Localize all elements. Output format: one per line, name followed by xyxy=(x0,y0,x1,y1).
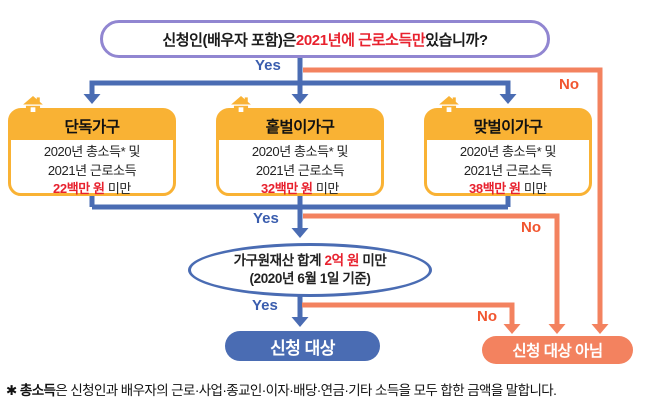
household-box-single-earner: 홑벌이가구 2020년 총소득* 및 2021년 근로소득 32백만 원 미만 xyxy=(216,96,384,199)
household-criteria: 2020년 총소득* 및 2021년 근로소득 32백만 원 미만 xyxy=(219,140,381,199)
question-text-suffix: 있습니까? xyxy=(425,31,488,49)
no-arrowheads xyxy=(503,324,609,334)
no-flow-lines xyxy=(302,67,603,325)
criteria-line3: 32백만 원 미만 xyxy=(219,180,381,199)
threshold-suffix: 미만 xyxy=(312,181,340,196)
asset-text-suffix: 미만 xyxy=(358,253,387,268)
asset-check-line1: 가구원재산 합계 2억 원 미만 xyxy=(234,252,387,270)
footnote: ✱ 총소득은 신청인과 배우자의 근로·사업·종교인·이자·배당·연금·기타 소… xyxy=(6,379,644,399)
result-not-eligible-pill: 신청 대상 아님 xyxy=(482,336,633,364)
criteria-line3: 38백만 원 미만 xyxy=(427,180,589,199)
asset-threshold: 2억 원 xyxy=(324,253,359,268)
criteria-line2: 2021년 근로소득 xyxy=(255,162,345,178)
no-label-middle: No xyxy=(521,219,541,236)
income-threshold: 32백만 원 xyxy=(261,181,313,196)
no-label-top: No xyxy=(559,76,579,93)
criteria-line1: 2020년 총소득* 및 xyxy=(43,144,141,159)
question-text-prefix: 신청인(배우자 포함)은 xyxy=(162,31,296,49)
house-icon xyxy=(439,96,459,112)
income-threshold: 22백만 원 xyxy=(53,181,105,196)
house-icon xyxy=(23,96,43,112)
house-icon xyxy=(231,96,251,112)
household-criteria: 2020년 총소득* 및 2021년 근로소득 38백만 원 미만 xyxy=(427,140,589,199)
question-box: 신청인(배우자 포함)은 2021년에 근로소득만 있습니까? xyxy=(100,20,550,58)
yes-arrowheads xyxy=(83,94,517,327)
household-title: 맞벌이가구 xyxy=(427,111,589,140)
yes-flow-lines xyxy=(89,58,511,318)
threshold-suffix: 미만 xyxy=(520,181,548,196)
criteria-line1: 2020년 총소득* 및 xyxy=(459,144,557,159)
household-box-dual-earner: 맞벌이가구 2020년 총소득* 및 2021년 근로소득 38백만 원 미만 xyxy=(424,96,592,199)
asset-text-prefix: 가구원재산 합계 xyxy=(233,253,325,268)
footnote-term: 총소득 xyxy=(19,383,56,398)
yes-label-bottom: Yes xyxy=(252,297,278,314)
household-criteria: 2020년 총소득* 및 2021년 근로소득 22백만 원 미만 xyxy=(11,140,173,199)
income-threshold: 38백만 원 xyxy=(469,181,521,196)
household-title: 홑벌이가구 xyxy=(219,111,381,140)
criteria-line2: 2021년 근로소득 xyxy=(463,162,553,178)
yes-label-middle: Yes xyxy=(253,210,279,227)
household-box-single: 단독가구 2020년 총소득* 및 2021년 근로소득 22백만 원 미만 xyxy=(8,96,176,199)
footnote-marker: ✱ xyxy=(6,383,20,398)
criteria-line1: 2020년 총소득* 및 xyxy=(251,144,349,159)
result-eligible-pill: 신청 대상 xyxy=(225,331,380,361)
asset-check-line2: (2020년 6월 1일 기준) xyxy=(249,271,371,286)
household-title: 단독가구 xyxy=(11,111,173,140)
asset-check-ellipse: 가구원재산 합계 2억 원 미만 (2020년 6월 1일 기준) xyxy=(188,243,432,297)
no-label-bottom: No xyxy=(477,308,497,325)
yes-label-top: Yes xyxy=(255,57,281,74)
question-text-highlight: 2021년에 근로소득만 xyxy=(295,31,426,49)
footnote-text: 은 신청인과 배우자의 근로·사업·종교인·이자·배당·연금·기타 소득을 모두… xyxy=(55,383,557,398)
criteria-line3: 22백만 원 미만 xyxy=(11,180,173,199)
criteria-line2: 2021년 근로소득 xyxy=(47,162,137,178)
threshold-suffix: 미만 xyxy=(104,181,132,196)
